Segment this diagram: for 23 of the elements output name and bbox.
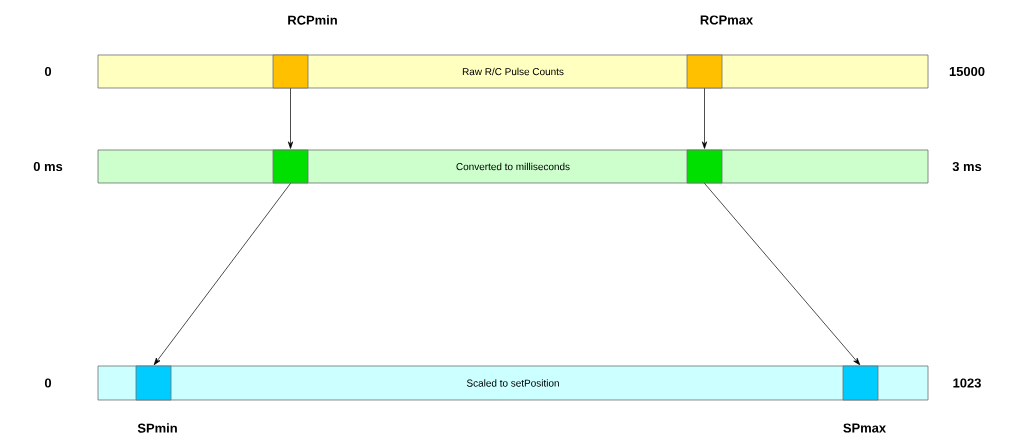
arrow [287,88,294,149]
marker-box [272,149,309,184]
scale-label: 0 ms [33,161,63,172]
arrow [701,88,708,149]
marker-box [272,54,309,89]
marker-label: RCPmax [700,15,754,25]
arrow [153,183,291,366]
bar: Scaled to setPosition [97,365,929,401]
marker-label: SPmin [137,423,177,433]
arrow [704,183,861,366]
scale-label: 15000 [949,66,985,77]
scale-label: 0 [44,378,52,388]
marker-box [686,149,723,184]
marker-box [686,54,723,89]
marker-label: RCPmin [288,15,337,25]
marker-label: SPmax [843,423,886,433]
scale-label: 1023 [953,378,981,388]
marker-box [135,365,172,401]
scale-label: 3 ms [952,161,982,172]
marker-box [842,365,879,401]
bar: Converted to milliseconds [97,149,929,184]
scale-label: 0 [44,66,52,77]
bar: Raw R/C Pulse Counts [97,54,929,89]
